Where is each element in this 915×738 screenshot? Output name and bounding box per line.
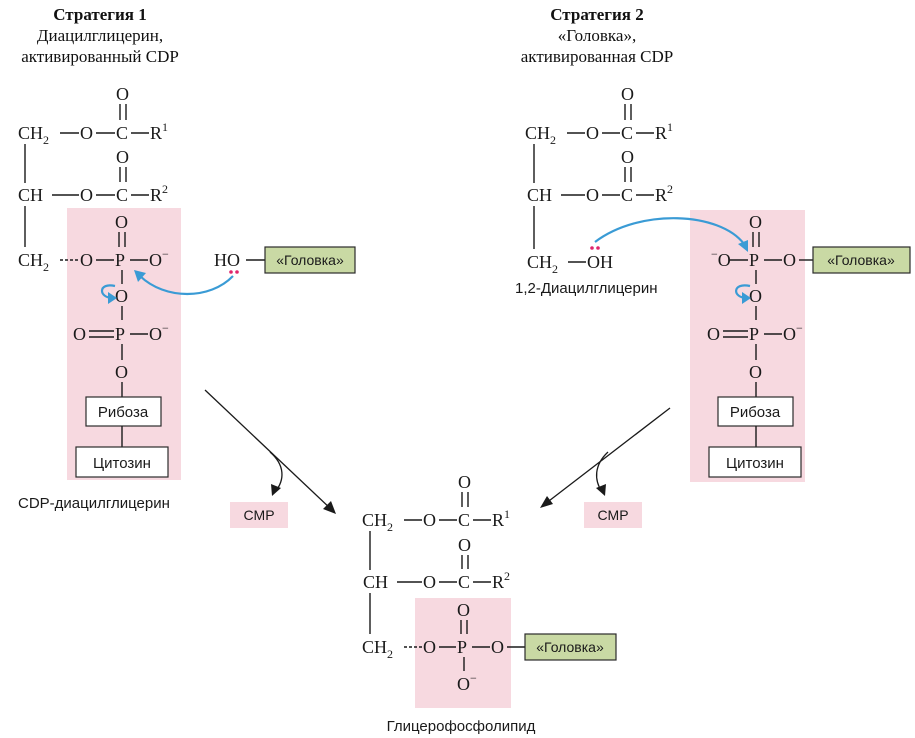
s1-head-label: «Головка» bbox=[276, 252, 344, 268]
p-c-2: C bbox=[458, 572, 470, 592]
s1-bridge-o: O bbox=[115, 286, 128, 306]
s2-cmp-box bbox=[584, 502, 642, 528]
p-ch2-top: CH2 bbox=[362, 510, 393, 534]
product-label: Глицерофосфолипид bbox=[387, 718, 536, 735]
s2-phosphoryl-o-1: O bbox=[749, 212, 762, 232]
s2-cytosine-label: Цитозин bbox=[726, 455, 784, 472]
p-o-2: O bbox=[423, 572, 436, 592]
p-r1: R1 bbox=[492, 507, 510, 530]
s1-p-2: P bbox=[115, 324, 125, 344]
s2-carbonyl-o-2: O bbox=[621, 147, 634, 167]
s2-o-double-2: O bbox=[707, 324, 720, 344]
s1-o-double-2: O bbox=[73, 324, 86, 344]
s1-cmp-box bbox=[230, 502, 288, 528]
s1-phosphoryl-o-1: O bbox=[115, 212, 128, 232]
s1-ribose-box bbox=[85, 396, 162, 427]
strategy2-title: Стратегия 2 bbox=[550, 5, 643, 24]
s1-o-4: O bbox=[115, 362, 128, 382]
p-o-minus: O− bbox=[457, 671, 477, 694]
p-o-head: O bbox=[491, 637, 504, 657]
p-phosphoryl-o: O bbox=[457, 600, 470, 620]
product-head-label: «Головка» bbox=[536, 639, 604, 655]
s2-dag-label: 1,2-Диацилглицерин bbox=[515, 280, 658, 297]
s2-cytosine-box bbox=[708, 446, 802, 478]
s1-cytosine-box bbox=[75, 446, 169, 478]
strategy1-cdp-highlight bbox=[67, 208, 181, 480]
product-phosphate-highlight bbox=[415, 598, 511, 708]
s2-o-head: O bbox=[783, 250, 796, 270]
s2-p-2: P bbox=[749, 324, 759, 344]
s2-ribose-label: Рибоза bbox=[730, 404, 781, 421]
strategy1: Стратегия 1 Диацилглицерин, активированн… bbox=[18, 5, 356, 528]
s1-ch2-top: CH2 bbox=[18, 123, 49, 147]
s1-ribose-label: Рибоза bbox=[98, 404, 149, 421]
s2-carbonyl-o-1: O bbox=[621, 84, 634, 104]
s1-cytosine-label: Цитозин bbox=[93, 455, 151, 472]
p-c-1: C bbox=[458, 510, 470, 530]
s1-cmp-label: CMP bbox=[243, 507, 274, 523]
strategy2-cdp-highlight bbox=[690, 210, 805, 482]
product-head-box bbox=[524, 633, 617, 661]
s2-ch2-bottom: CH2 bbox=[527, 252, 558, 276]
s1-ch: CH bbox=[18, 185, 43, 205]
s2-o-4: O bbox=[749, 362, 762, 382]
s2-bridge-o: O bbox=[749, 286, 762, 306]
s2-o-minus-left: −O bbox=[711, 247, 731, 270]
s1-o-3: O bbox=[80, 250, 93, 270]
s2-o-minus-2: O− bbox=[783, 321, 803, 344]
s1-attack-arrow bbox=[139, 275, 234, 295]
p-o-3: O bbox=[423, 637, 436, 657]
s1-product-label: CDP-диацилглицерин bbox=[18, 495, 170, 512]
s2-o-1: O bbox=[586, 123, 599, 143]
s2-r1: R1 bbox=[655, 120, 673, 143]
s1-o-minus-1: O− bbox=[149, 247, 169, 270]
p-carbonyl-o-2: O bbox=[458, 535, 471, 555]
p-ch2-bottom: CH2 bbox=[362, 637, 393, 661]
s2-r2: R2 bbox=[655, 182, 673, 205]
strategy1-title: Стратегия 1 bbox=[53, 5, 146, 24]
s2-cmp-label: CMP bbox=[597, 507, 628, 523]
s1-main-arrow bbox=[204, 389, 333, 511]
s2-head-label: «Головка» bbox=[827, 252, 895, 268]
s1-r2: R2 bbox=[150, 182, 168, 205]
s2-p-1: P bbox=[749, 250, 759, 270]
p-ch: CH bbox=[363, 572, 388, 592]
strategy1-subtitle-line2: активированный CDP bbox=[21, 47, 179, 66]
product: CH2 O C O R1 CH O C O R2 CH2 O P O O bbox=[362, 472, 617, 735]
s2-ch: CH bbox=[527, 185, 552, 205]
strategy1-subtitle-line1: Диацилглицерин, bbox=[37, 26, 163, 45]
s1-ch2-bottom: CH2 bbox=[18, 250, 49, 274]
s2-attack-arrow bbox=[594, 217, 745, 245]
p-r2: R2 bbox=[492, 569, 510, 592]
p-o-1: O bbox=[423, 510, 436, 530]
strategy2-subtitle-line1: «Головка», bbox=[558, 26, 636, 45]
s2-hydroxyl: OH bbox=[587, 252, 613, 272]
s1-c-1: C bbox=[116, 123, 128, 143]
s2-main-arrow bbox=[544, 407, 671, 505]
s2-c-2: C bbox=[621, 185, 633, 205]
s1-head-box bbox=[264, 246, 356, 274]
s1-c-2: C bbox=[116, 185, 128, 205]
s1-o-minus-2: O− bbox=[149, 321, 169, 344]
strategy2-subtitle-line2: активированная CDP bbox=[521, 47, 673, 66]
s1-carbonyl-o-1: O bbox=[116, 84, 129, 104]
s2-c-1: C bbox=[621, 123, 633, 143]
s1-p-1: P bbox=[115, 250, 125, 270]
p-carbonyl-o-1: O bbox=[458, 472, 471, 492]
strategy2: Стратегия 2 «Головка», активированная CD… bbox=[515, 5, 911, 528]
s1-o-1: O bbox=[80, 123, 93, 143]
s1-r1: R1 bbox=[150, 120, 168, 143]
s1-o-2: O bbox=[80, 185, 93, 205]
s2-o-2: O bbox=[586, 185, 599, 205]
s1-carbonyl-o-2: O bbox=[116, 147, 129, 167]
s2-ch2-top: CH2 bbox=[525, 123, 556, 147]
s1-ho: HO bbox=[214, 250, 240, 270]
s2-head-box bbox=[812, 246, 911, 274]
p-p: P bbox=[457, 637, 467, 657]
